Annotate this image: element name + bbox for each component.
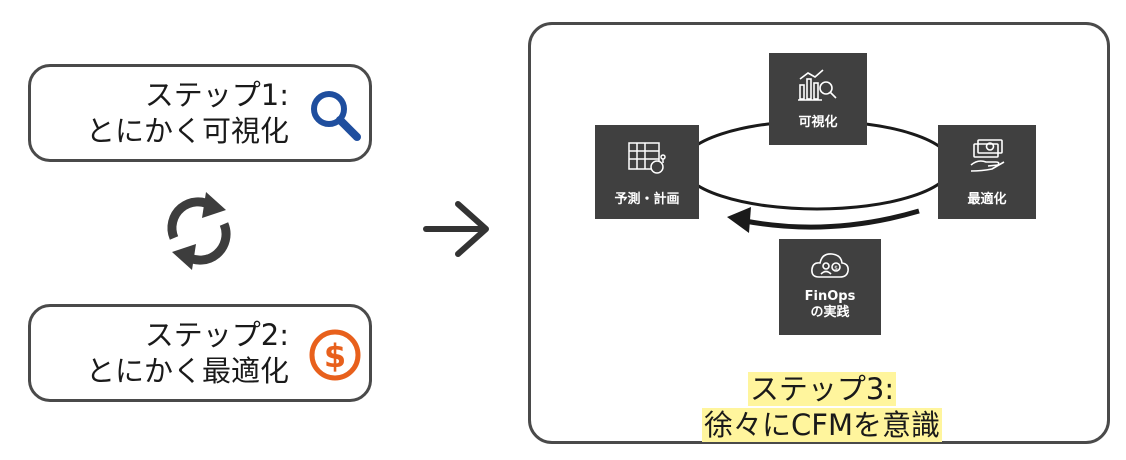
node-forecast: 予測・計画 [595,125,699,219]
step2-title: ステップ2: [144,318,289,352]
node-visualize-label: 可視化 [798,115,838,130]
dollar-coin-icon: $ [309,329,361,381]
step2-text: ステップ2: とにかく最適化 [86,317,289,389]
step3-subtitle: 徐々にCFMを意識 [702,408,942,442]
cycle-arrow-curve [744,208,920,230]
money-hand-icon [970,139,1005,172]
refresh-cycle-icon [167,192,231,270]
node-optimize: 最適化 [938,125,1036,219]
step3-text: ステップ3: 徐々にCFMを意識 [531,371,1113,443]
magnifier-icon [311,91,361,141]
step1-subtitle: とにかく可視化 [85,114,289,148]
right-arrow-icon [423,201,489,257]
blueprint-icon [628,142,666,174]
step2-subtitle: とにかく最適化 [85,354,289,388]
node-forecast-label: 予測・計画 [614,192,680,207]
svg-text:$: $ [834,265,838,272]
chart-search-icon [798,69,837,101]
step1-text: ステップ1: とにかく可視化 [86,77,289,149]
node-finops-label: FinOps の実践 [804,289,856,320]
step1-title: ステップ1: [144,78,289,112]
step3-panel: 可視化 最適化 予測・計画 [528,22,1110,444]
step3-title: ステップ3: [747,372,897,406]
node-finops: $ FinOps の実践 [779,239,881,335]
svg-text:$: $ [324,337,346,375]
node-visualize: 可視化 [769,53,867,145]
cloud-people-icon: $ [811,253,849,278]
cycle-arrow-head [727,207,751,233]
step2-box: ステップ2: とにかく最適化 $ [28,304,372,402]
node-optimize-label: 最適化 [967,192,1007,207]
step1-box: ステップ1: とにかく可視化 [28,64,372,162]
